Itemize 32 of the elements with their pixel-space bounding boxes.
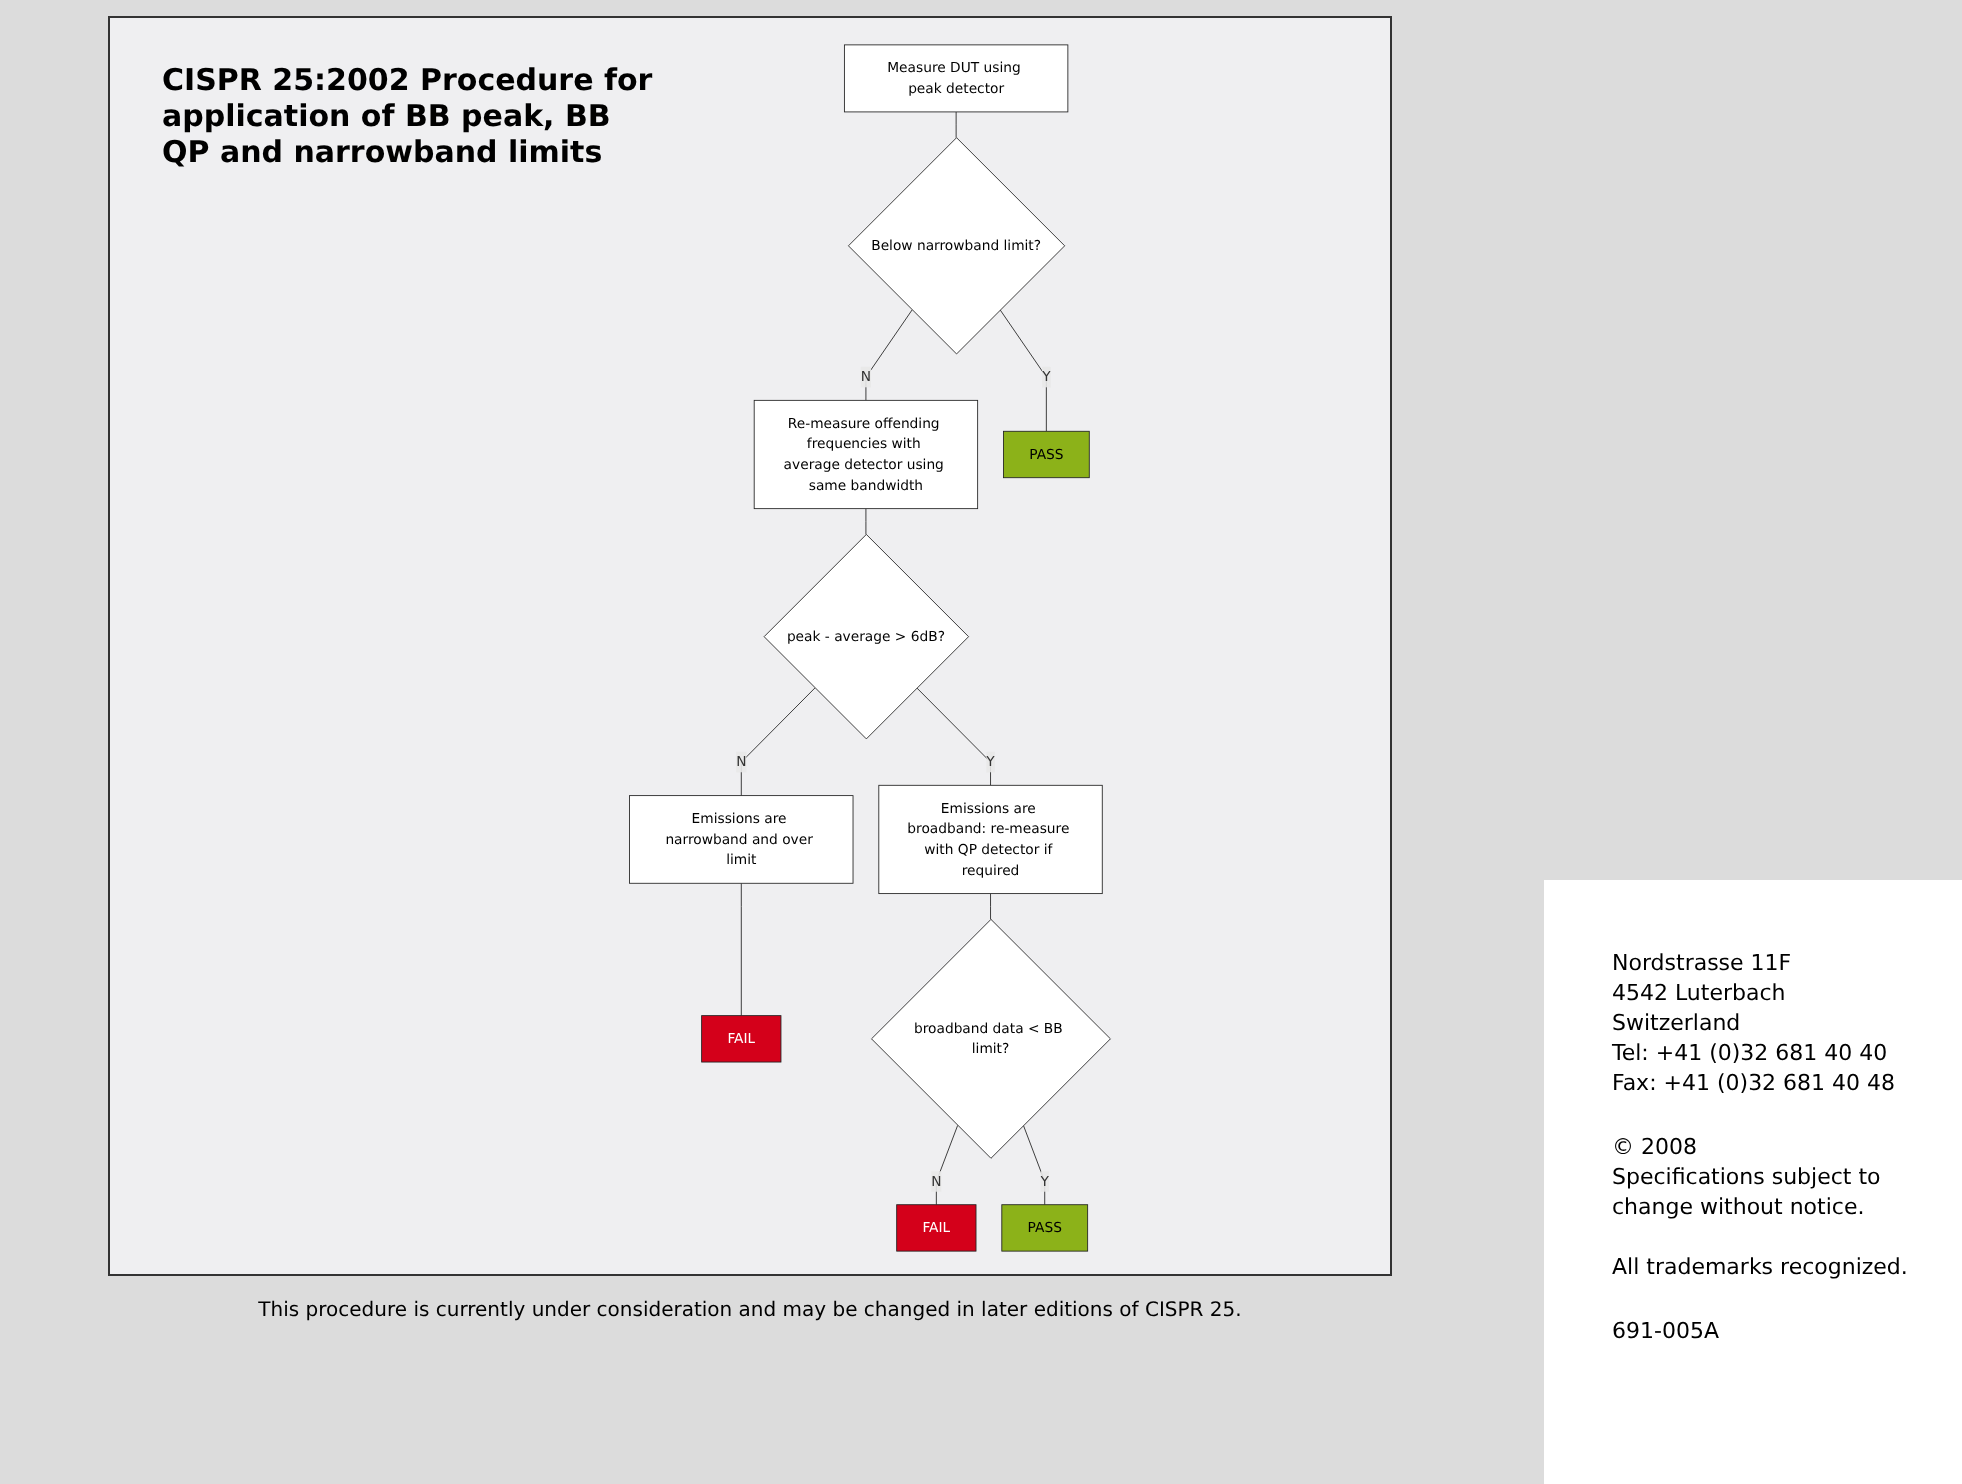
node-diamond [871, 918, 1111, 1159]
address-line: © 2008 [1612, 1132, 1699, 1162]
connector [935, 1125, 959, 1206]
node-box [1001, 1204, 1089, 1252]
address-line: 691-005A [1612, 1316, 1721, 1346]
node-box [878, 784, 1103, 894]
address-line: Tel: +41 (0)32 681 40 40 [1612, 1038, 1890, 1068]
address-line: Specifications subject to change without notice. [1612, 1162, 1883, 1222]
node-box [896, 1204, 977, 1252]
address-line: Nordstrasse 11F [1612, 948, 1794, 978]
address-line: All trademarks recognized. [1612, 1252, 1910, 1282]
address-line: Fax: +41 (0)32 681 40 48 [1612, 1068, 1898, 1098]
node-box [753, 399, 979, 510]
connector [955, 111, 957, 139]
node-diamond [848, 137, 1066, 355]
address-line: 4542 Luterbach [1612, 978, 1788, 1008]
connector [916, 687, 991, 786]
title: CISPR 25:2002 Procedure for application of BB peak, BB QP and narrowband limits [162, 62, 655, 170]
caption: This procedure is currently under consideration and may be changed in later editions of CISPR 25. [256, 1300, 1244, 1322]
node-diamond [763, 534, 969, 740]
address-line: Switzerland [1612, 1008, 1743, 1038]
connector [865, 309, 913, 401]
connector [1023, 1125, 1046, 1206]
connector [740, 687, 816, 797]
connector [865, 508, 867, 535]
connector [999, 309, 1047, 432]
node-box [629, 795, 854, 884]
connector [990, 893, 991, 920]
node-box [701, 1015, 782, 1063]
node-box [844, 44, 1069, 113]
connector [740, 882, 742, 1017]
node-box [1003, 430, 1090, 479]
